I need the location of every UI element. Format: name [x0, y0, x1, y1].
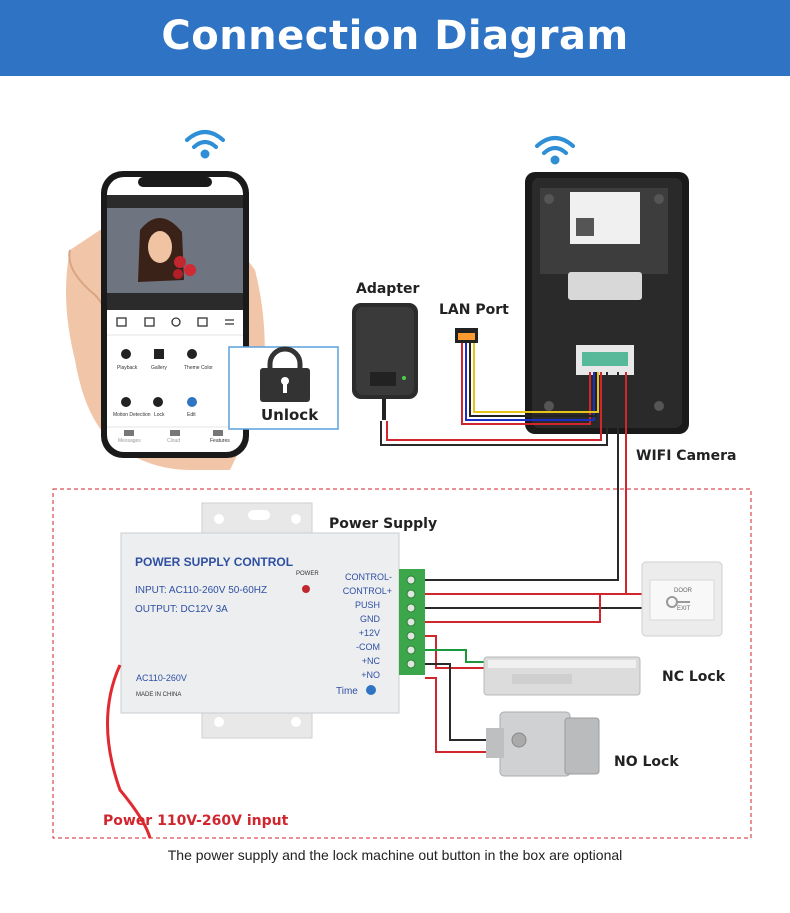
- phone-tab-label: Playback: [117, 365, 138, 371]
- phone-tab-label: Theme Color: [184, 365, 213, 371]
- no-lock: [486, 711, 600, 777]
- wifi-camera: [525, 172, 689, 434]
- phone-nav-label: Cloud: [167, 438, 181, 444]
- power-box-output: OUTPUT: DC12V 3A: [135, 604, 228, 615]
- power-input-label: Power 110V-260V input: [103, 813, 289, 829]
- power-supply-unit: [106, 502, 425, 839]
- phone-tab-label: Gallery: [151, 365, 167, 371]
- time-label: Time: [336, 686, 358, 697]
- terminal-label: PUSH: [354, 600, 380, 610]
- nc-lock-label: NC Lock: [662, 669, 726, 685]
- power-adapter: [352, 303, 418, 420]
- optional-box: [52, 488, 752, 839]
- terminal-label: +NC: [361, 656, 380, 666]
- phone-tab-label: Lock: [154, 412, 165, 418]
- unlock-label: Unlock: [261, 406, 319, 424]
- no-lock-label: NO Lock: [614, 754, 679, 770]
- terminal-label: CONTROL+: [342, 586, 392, 596]
- terminal-label: CONTROL-: [345, 572, 392, 582]
- ac-label: AC110-260V: [136, 673, 187, 683]
- phone-tab-label: Motion Detection: [113, 412, 151, 418]
- phone-nav-label: Messages: [118, 438, 141, 444]
- wifi-camera-label: WIFI Camera: [636, 448, 737, 464]
- terminal-label: +NO: [361, 670, 380, 680]
- smartphone: [101, 171, 249, 458]
- power-supply-label: Power Supply: [329, 516, 438, 532]
- adapter-label: Adapter: [356, 281, 420, 297]
- footer-caption: The power supply and the lock machine ou…: [167, 847, 623, 863]
- lock-icon: [260, 346, 310, 402]
- terminal-label: -COM: [356, 642, 380, 652]
- power-box-input: INPUT: AC110-260V 50-60HZ: [135, 585, 268, 596]
- phone-tab-label: Edit: [187, 412, 196, 418]
- exit-button: [641, 561, 723, 637]
- wifi-icon: [185, 130, 225, 159]
- exit-button-line2: EXIT: [677, 606, 691, 612]
- nc-lock: [483, 656, 641, 696]
- exit-button-line1: DOOR: [674, 588, 692, 594]
- wifi-icon: [535, 136, 575, 165]
- terminal-label: GND: [360, 614, 380, 624]
- page-title: Connection Diagram: [161, 13, 629, 59]
- terminal-label: +12V: [358, 628, 380, 638]
- made-in-label: MADE IN CHINA: [136, 692, 182, 698]
- header-bar: Connection Diagram: [0, 0, 790, 76]
- power-box-title: POWER SUPPLY CONTROL: [135, 555, 294, 569]
- phone-nav-label: Features: [210, 438, 230, 444]
- power-led-label: POWER: [296, 571, 319, 577]
- lan-port-label: LAN Port: [439, 302, 509, 318]
